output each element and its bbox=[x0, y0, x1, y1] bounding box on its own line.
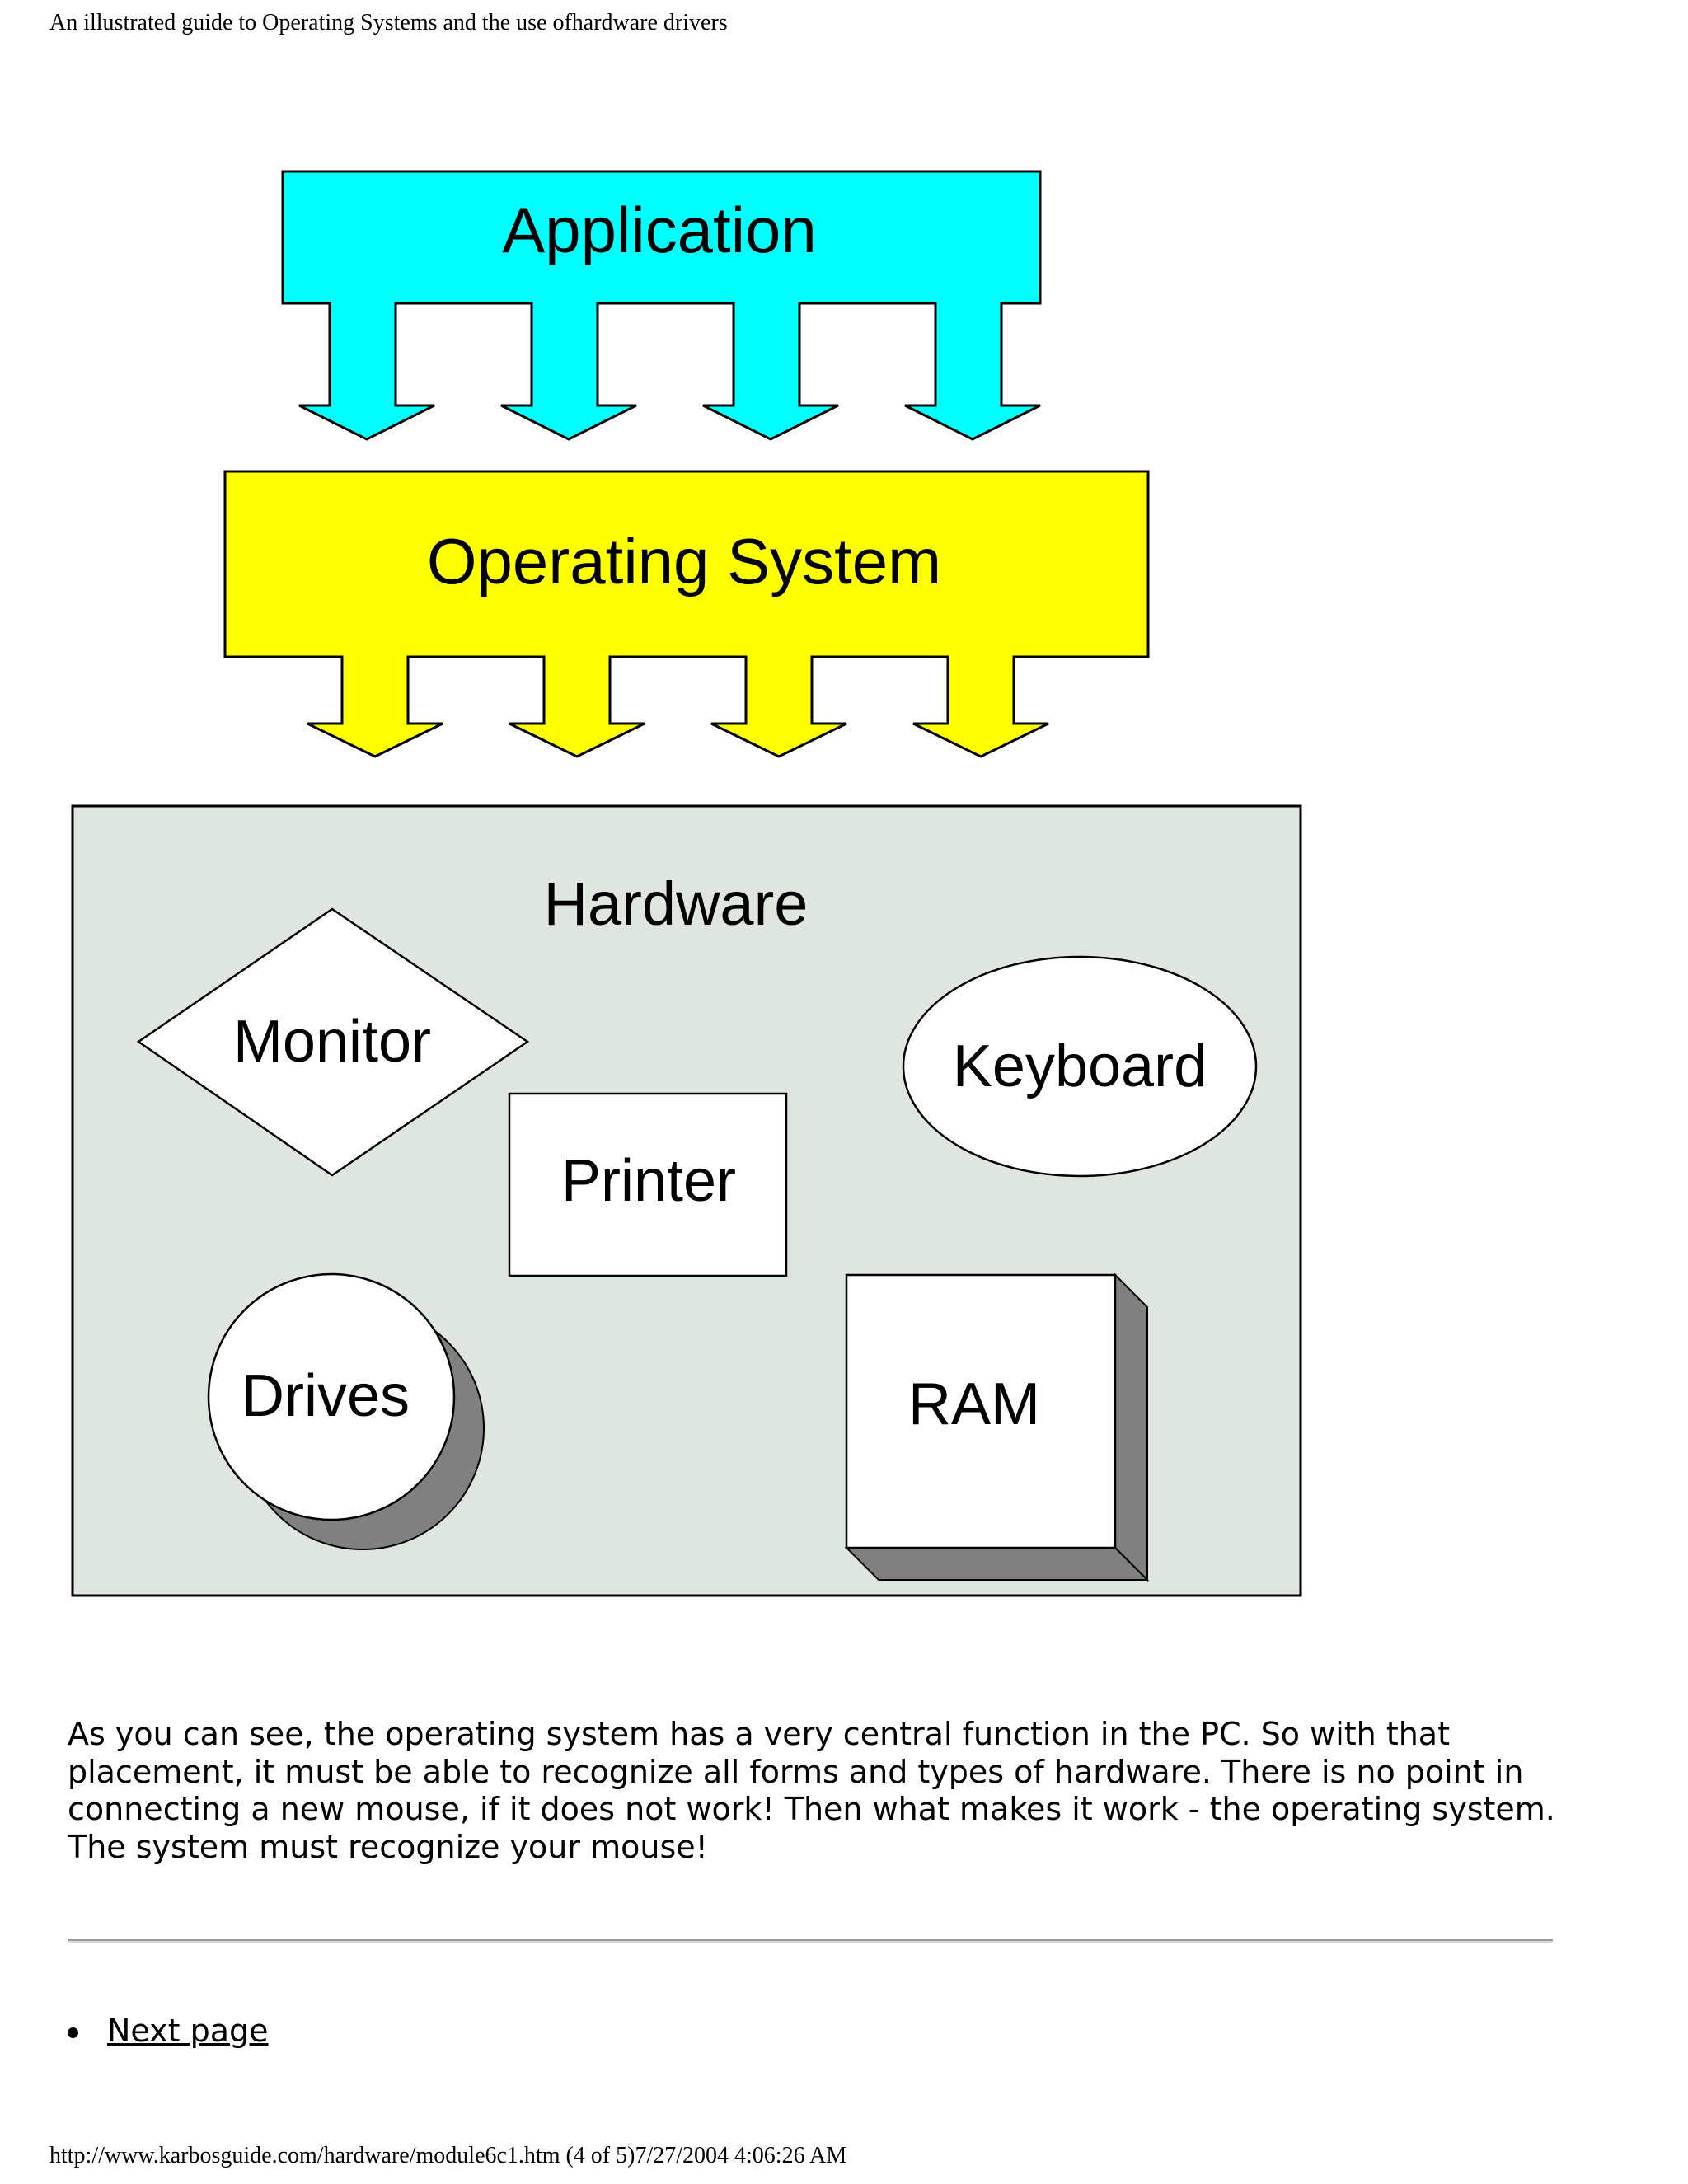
ram-side bbox=[1114, 1272, 1148, 1582]
hardware-label: Hardware bbox=[544, 869, 809, 938]
os-label: Operating System bbox=[427, 525, 941, 598]
os-layer-diagram: Application Operating System Hardware Mo… bbox=[71, 170, 1302, 1597]
application-label: Application bbox=[502, 194, 817, 266]
page-header: An illustrated guide to Operating System… bbox=[49, 10, 728, 35]
printer-shape bbox=[508, 1092, 788, 1277]
horizontal-rule bbox=[68, 1939, 1553, 1943]
operating-system-block bbox=[223, 470, 1150, 758]
drives-shape bbox=[207, 1272, 456, 1521]
ram-shape bbox=[845, 1273, 1117, 1549]
ram-label: RAM bbox=[908, 1371, 1040, 1437]
drives-label: Drives bbox=[241, 1363, 410, 1429]
keyboard-shape bbox=[902, 955, 1258, 1178]
page-footer: http://www.karbosguide.com/hardware/modu… bbox=[49, 2143, 847, 2168]
application-block bbox=[281, 170, 1042, 441]
ram-bottom bbox=[844, 1547, 1150, 1581]
nav-list: Next page bbox=[68, 2013, 269, 2049]
list-item: Next page bbox=[68, 2013, 269, 2049]
next-page-link[interactable]: Next page bbox=[107, 2013, 269, 2049]
body-paragraph: As you can see, the operating system has… bbox=[68, 1716, 1555, 1865]
monitor-shape bbox=[136, 907, 530, 1177]
monitor-label: Monitor bbox=[233, 1009, 431, 1075]
bullet-icon bbox=[68, 2027, 78, 2038]
printer-label: Printer bbox=[561, 1148, 736, 1214]
keyboard-label: Keyboard bbox=[953, 1033, 1207, 1099]
